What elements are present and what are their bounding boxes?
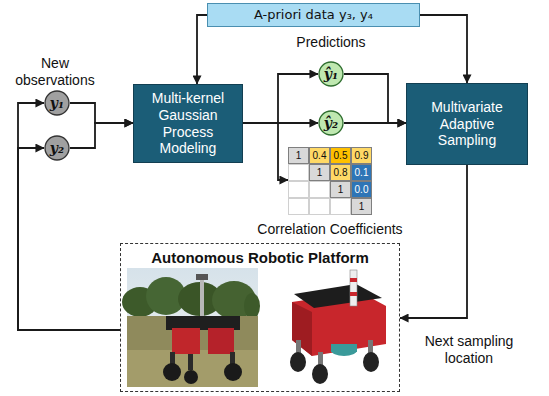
connector [70,103,133,123]
matrix-cell: 1 [309,164,330,181]
matrix-cell [288,181,309,198]
process-box: Multivariate Adaptive Sampling [406,83,528,165]
matrix-cell: 0.0 [351,181,372,198]
prediction-circle: ŷ₁ [318,61,344,87]
connector [243,74,318,123]
matrix-cell [309,198,330,215]
matrix-value: 0.8 [334,167,348,178]
matrix-cell: 1 [288,147,309,164]
connector [18,103,120,330]
connector [18,148,120,330]
matrix-cell [288,198,309,215]
matrix-cell: 1 [351,198,372,215]
matrix-value: 0.9 [355,150,369,161]
matrix-cell [288,164,309,181]
variable-symbol: y₂ [50,140,64,156]
variable-symbol: ŷ₂ [324,115,338,131]
matrix-value: 0.5 [334,150,348,161]
matrix-cell [330,198,351,215]
matrix-value: 1 [296,150,302,161]
prediction-circle: ŷ₂ [318,110,344,136]
variable-symbol: y₁ [50,95,64,111]
robot-render [261,268,396,387]
observation-circle: y₁ [44,90,70,116]
connector [344,74,406,123]
variable-symbol: ŷ₁ [324,66,338,82]
matrix-value: 1 [317,167,323,178]
annotation-label: New observations [8,55,102,89]
matrix-cell: 0.4 [309,147,330,164]
platform-box: Autonomous Robotic Platform [120,243,400,392]
matrix-value: 0.0 [355,184,369,195]
observation-circle: y₂ [44,135,70,161]
connector [243,123,288,180]
matrix-cell: 1 [330,181,351,198]
box-label: A-priori data y₃, y₄ [254,7,373,23]
matrix-value: 0.1 [355,167,369,178]
box-label: Multivariate Adaptive Sampling [414,99,520,149]
field-photo [122,268,260,387]
matrix-cell: 0.5 [330,147,351,164]
matrix-heading: Correlation Coefficients [257,221,402,237]
box-label: Multi-kernel Gaussian Process Modeling [141,90,235,157]
connector [420,15,467,83]
connector [197,15,207,84]
connector [400,165,467,318]
connector [70,123,133,148]
matrix-value: 0.4 [313,150,327,161]
data-box: A-priori data y₃, y₄ [207,3,420,27]
correlation-matrix: 10.40.50.910.80.110.01Correlation Coeffi… [288,147,372,215]
matrix-cell: 0.9 [351,147,372,164]
platform-heading: Autonomous Robotic Platform [151,249,369,267]
matrix-value: 1 [359,201,365,212]
process-box: Multi-kernel Gaussian Process Modeling [133,84,243,163]
matrix-cell: 0.8 [330,164,351,181]
annotation-label: Predictions [281,34,381,51]
matrix-cell [309,181,330,198]
annotation-label: Next sampling location [404,333,534,367]
connector [344,122,406,124]
matrix-cell: 0.1 [351,164,372,181]
matrix-value: 1 [338,184,344,195]
